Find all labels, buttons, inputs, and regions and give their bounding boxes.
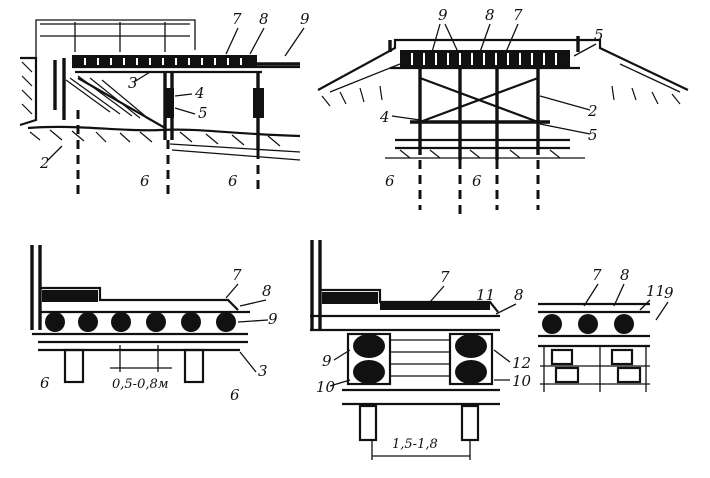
label-7-top-left: 7 — [232, 10, 242, 28]
ground-line — [27, 125, 301, 161]
label-2-top-left: 2 — [39, 154, 50, 172]
label-8-bottom-right: 8 — [620, 266, 630, 284]
label-9-bottom-right: 9 — [664, 284, 674, 302]
label-5a-top-right: 5 — [594, 26, 604, 44]
label-10b-bottom-middle: 10 — [512, 372, 532, 390]
dimension-bottom-left: 0,5-0,8м — [112, 377, 169, 392]
detail-bottom-left — [30, 245, 250, 384]
label-6a-top-right: 6 — [385, 172, 395, 190]
cross-ground — [385, 138, 585, 159]
detail-bottom-middle — [310, 240, 500, 460]
cross-piles — [410, 68, 550, 215]
logs-row — [45, 312, 236, 332]
label-5b-top-right: 5 — [588, 126, 598, 144]
label-6b-top-right: 6 — [472, 172, 482, 190]
label-8-bottom-left: 8 — [262, 282, 272, 300]
label-8-top-right: 8 — [485, 6, 495, 24]
label-7-top-right: 7 — [513, 6, 523, 24]
cross-section-top-right — [317, 36, 689, 215]
label-6a-bottom-left: 6 — [40, 374, 50, 392]
deck — [72, 55, 300, 74]
label-11-bottom-right: 11 — [646, 282, 665, 300]
posts-bottom-left — [63, 348, 205, 384]
piles-left — [76, 72, 264, 195]
label-7-bottom-left: 7 — [232, 266, 242, 284]
leader-lines — [47, 23, 669, 387]
label-8-top-left: 8 — [259, 10, 269, 28]
label-6a-top-left: 6 — [140, 172, 150, 190]
label-6b-top-left: 6 — [228, 172, 238, 190]
label-11-bottom-middle: 11 — [476, 286, 495, 304]
detail-bottom-right — [538, 302, 650, 392]
label-4-top-left: 4 — [194, 84, 205, 102]
labels: 7 8 9 3 4 5 2 6 6 9 8 7 5 2 4 5 6 6 7 8 … — [39, 6, 674, 452]
diagonal-brace — [77, 77, 166, 129]
label-10a-bottom-middle: 10 — [316, 378, 336, 396]
label-9-bottom-left: 9 — [268, 310, 278, 328]
label-9-top-right: 9 — [438, 6, 448, 24]
label-12-bottom-middle: 12 — [512, 354, 531, 372]
label-2-top-right: 2 — [587, 102, 598, 120]
log-grid-right — [540, 346, 650, 392]
log-stack-right — [448, 332, 494, 386]
railing — [35, 19, 196, 58]
dimension-bottom-middle: 1,5-1,8 — [392, 437, 438, 452]
label-5-top-left: 5 — [198, 104, 208, 122]
embankment — [19, 56, 151, 127]
posts-bottom-middle — [358, 404, 480, 442]
label-6b-bottom-left: 6 — [230, 386, 240, 404]
label-7-bottom-middle: 7 — [440, 268, 450, 286]
label-3-bottom-left: 3 — [258, 362, 268, 380]
logs-right — [542, 314, 634, 334]
label-9-top-left: 9 — [300, 10, 310, 28]
log-stack-left — [346, 332, 392, 386]
label-7-bottom-right: 7 — [592, 266, 602, 284]
label-9-bottom-middle: 9 — [322, 352, 332, 370]
label-8-bottom-middle: 8 — [514, 286, 524, 304]
side-view-top-left — [19, 19, 301, 195]
label-3-top-left: 3 — [128, 74, 138, 92]
label-4-top-right: 4 — [379, 108, 390, 126]
